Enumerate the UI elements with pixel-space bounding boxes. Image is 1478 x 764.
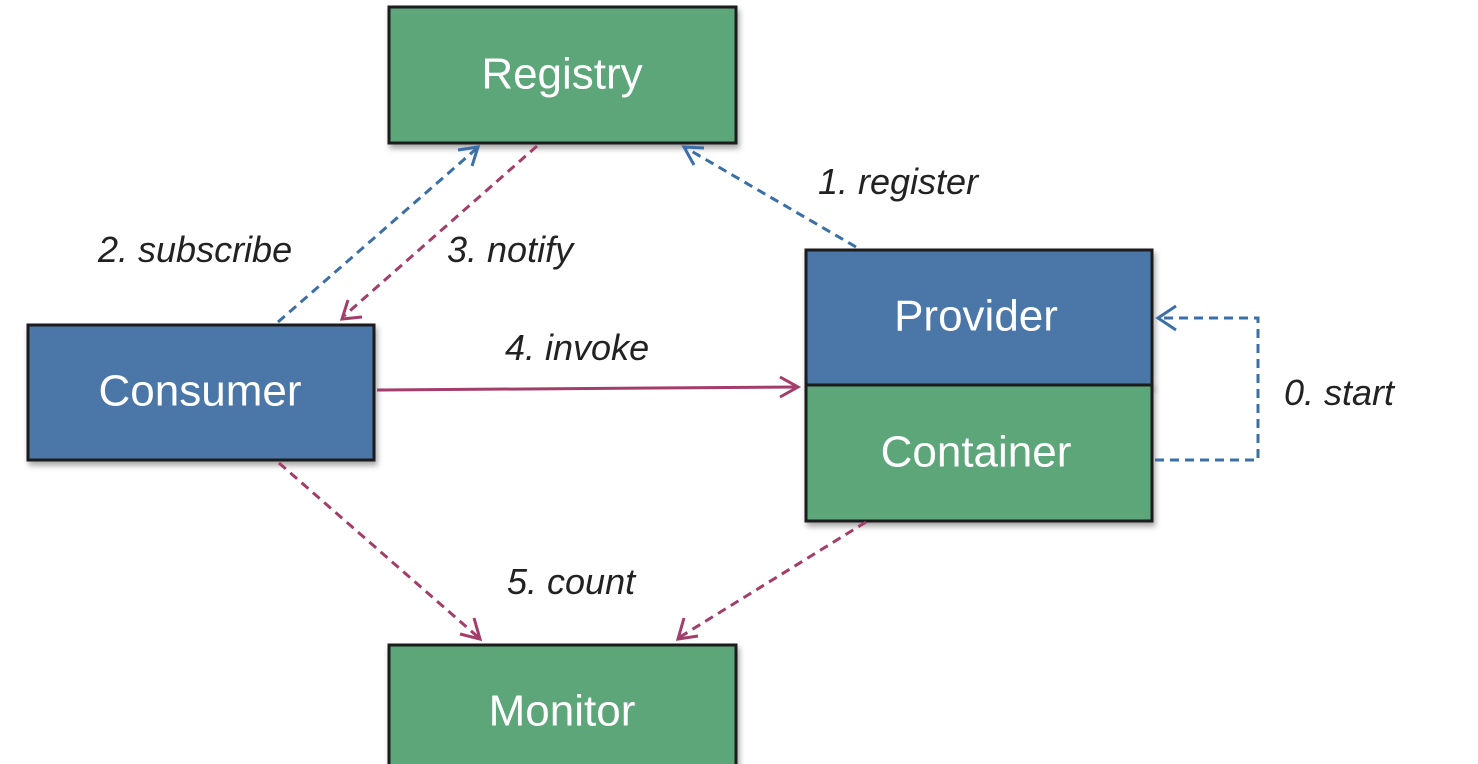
count-edge-container <box>675 520 867 641</box>
subscribe-edge <box>277 145 481 324</box>
start-edge <box>1155 304 1260 462</box>
count-edge-consumer <box>278 461 483 642</box>
subscribe-label: 2. subscribe <box>97 229 292 270</box>
invoke-label: 4. invoke <box>505 327 649 368</box>
consumer-node: Consumer <box>26 323 376 462</box>
notify-label: 3. notify <box>447 229 575 270</box>
monitor-label: Monitor <box>489 687 636 736</box>
container-label: Container <box>881 428 1072 477</box>
invoke-edge <box>376 375 802 399</box>
count-label: 5. count <box>507 561 637 602</box>
provider-label: Provider <box>894 292 1058 341</box>
register-label: 1. register <box>818 161 980 202</box>
consumer-label: Consumer <box>99 367 302 416</box>
container-node: Container <box>804 383 1154 523</box>
notify-edge <box>339 144 538 321</box>
provider-node: Provider <box>804 248 1154 387</box>
start-label: 0. start <box>1284 372 1396 413</box>
monitor-node: Monitor <box>387 643 738 764</box>
registry-node: Registry <box>387 5 738 145</box>
register-edge <box>681 145 857 249</box>
registry-label: Registry <box>481 50 642 99</box>
